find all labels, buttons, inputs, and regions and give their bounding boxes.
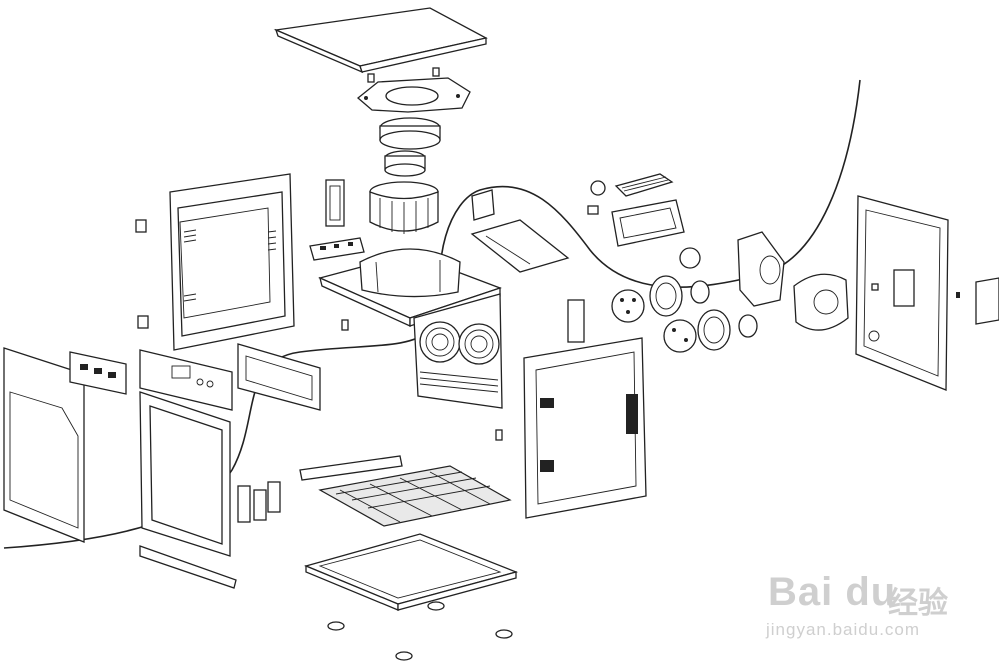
wiring-harness [3,79,861,549]
front-trim-bracket [237,343,321,411]
watermark-url: jingyan.baidu.com [766,620,921,639]
bottom-base-plate [304,533,519,611]
gasket-ring-plate [356,77,471,113]
bottom-trim-bar [139,545,237,589]
control-circuit-board [309,237,365,261]
rear-panel [855,195,999,391]
left-side-panel [135,173,295,351]
double-fan-back-panel [413,293,503,441]
watermark-brand: Bai du [768,570,897,614]
blower-fan-assembly [369,117,441,234]
cross-flow-fan-assembly [611,231,849,353]
rack-grid [299,455,512,527]
control-panel-strip [139,349,233,411]
heater-support-plate [470,189,570,273]
front-door-frame [139,391,281,557]
right-side-panel [523,299,647,519]
display-board [69,351,127,395]
baidu-jingyan-watermark: Bai du 经验 jingyan.baidu.com [760,552,990,652]
rubber-feet [327,601,513,661]
small-bracket [325,179,345,227]
top-cover-plate [273,7,488,83]
watermark-cn: 经验 [888,587,948,620]
heater-element-assembly [587,173,701,269]
fan-housing [318,248,502,331]
front-door-panel [3,347,85,543]
